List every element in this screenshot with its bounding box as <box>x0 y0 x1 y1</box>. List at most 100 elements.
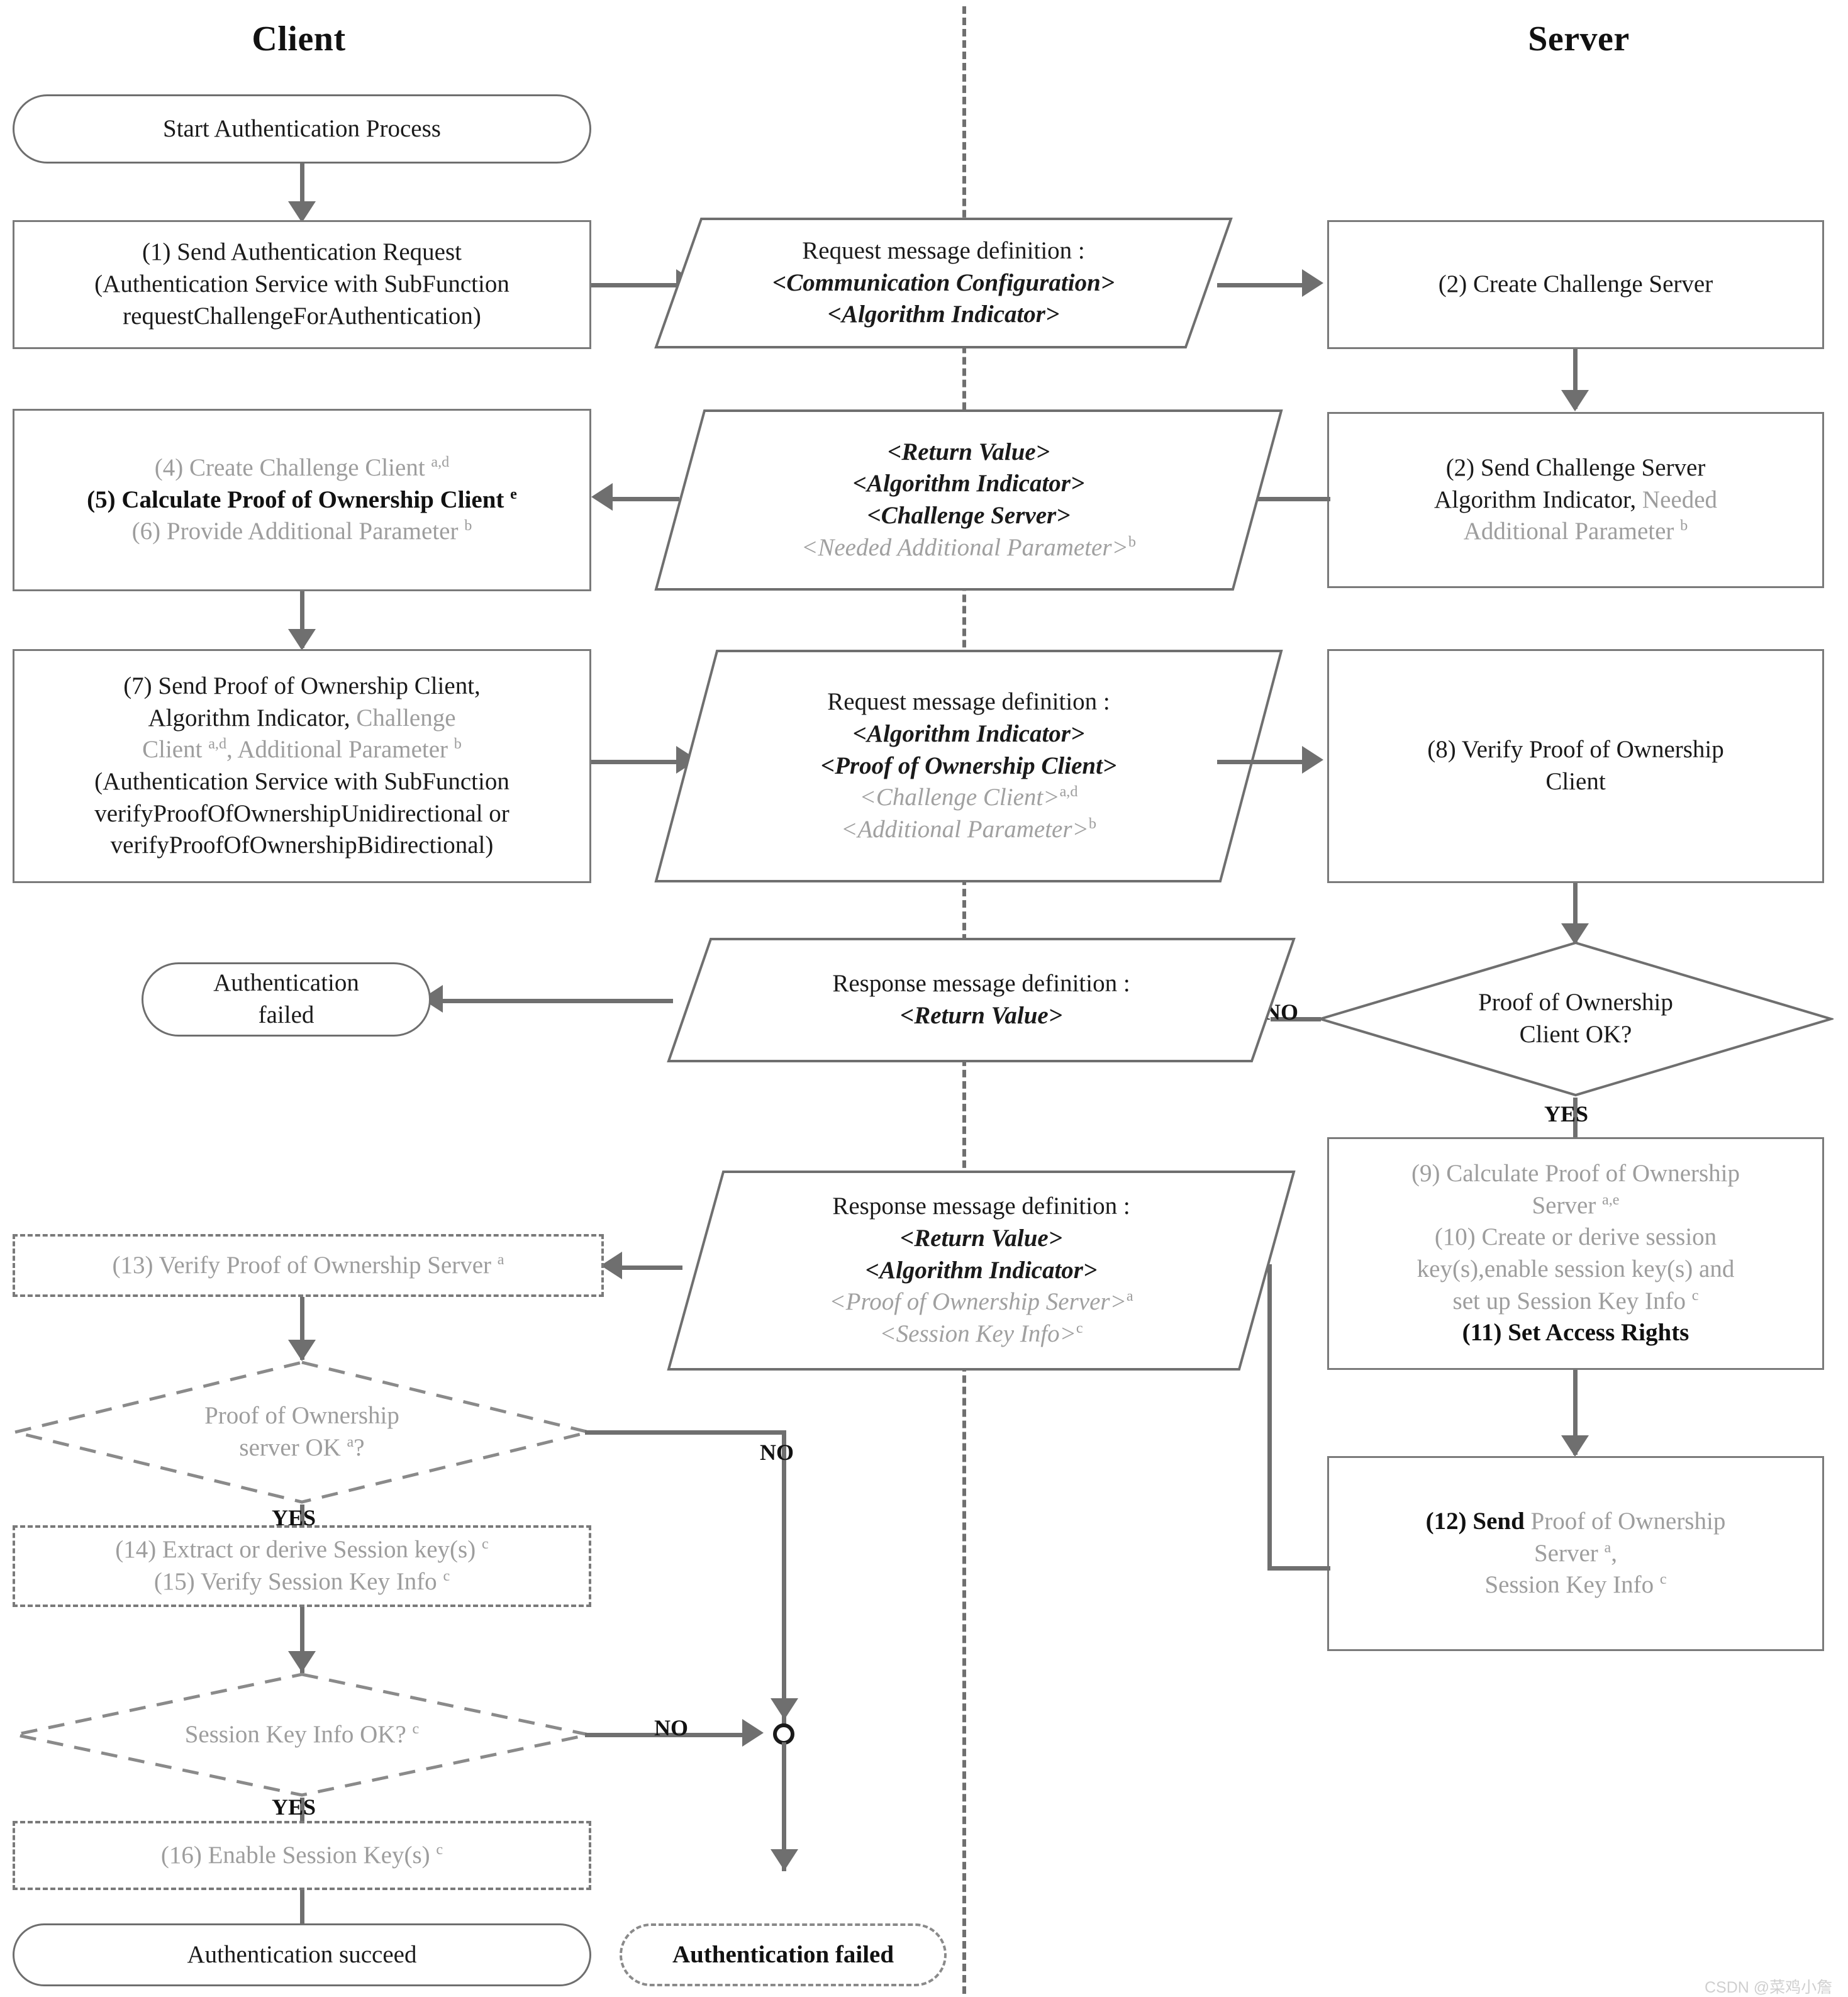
node-14-text: (14) Extract or derive Session key(s) <box>115 1536 482 1564</box>
diamond-shape-decision1 <box>1318 941 1834 1097</box>
node-msg3-line2: <Algorithm Indicator> <box>852 720 1085 747</box>
connector-12-elbow-h1 <box>1267 1566 1330 1571</box>
connector-12-elbow-v <box>1267 1264 1272 1569</box>
node-msg3-line4-sup: a,d <box>1059 783 1078 801</box>
node-12-line2: Server a, <box>1534 1538 1617 1570</box>
arrowhead-911-to-12 <box>1561 1435 1589 1457</box>
node-authentication-succeed: Authentication succeed <box>13 1923 591 1986</box>
node-7-line5: verifyProofOfOwnershipUnidirectional or <box>94 799 509 827</box>
node-1-line3: requestChallengeForAuthentication) <box>123 302 481 330</box>
node-msg1-line2: <Communication Configuration> <box>772 269 1115 296</box>
decision1-line1: Proof of Ownership <box>1478 989 1673 1016</box>
arrowhead-1415-to-decision3 <box>288 1651 316 1672</box>
node-9-line1: (9) Calculate Proof of Ownership <box>1411 1159 1740 1187</box>
node-msg3-line5-text: <Additional Parameter> <box>841 816 1089 843</box>
node-msg3-line4: <Challenge Client>a,d <box>654 782 1283 814</box>
authfail-line1: Authentication <box>213 969 359 997</box>
node-456-client-proof: (4) Create Challenge Client a,d (5) Calc… <box>13 409 591 591</box>
decision-session-key-info-ok: Session Key Info OK? c <box>13 1672 591 1798</box>
node-12-line3-text: Session Key Info <box>1484 1571 1660 1599</box>
node-10-line3: set up Session Key Info c <box>1453 1286 1699 1318</box>
node-msg5-line3: <Algorithm Indicator> <box>865 1256 1098 1284</box>
decision3-text: Session Key Info OK? <box>184 1720 413 1748</box>
node-msg2-line4: <Needed Additional Parameter>b <box>654 532 1283 564</box>
node-msg3-line5-sup: b <box>1088 815 1096 833</box>
authfail-line2: failed <box>258 1001 314 1028</box>
decision-proof-of-ownership-client-ok: Proof of Ownership Client OK? <box>1318 940 1834 1098</box>
decision1-line2: Client OK? <box>1519 1021 1632 1048</box>
connector-13-to-decision2 <box>300 1297 304 1360</box>
node-2b-line3-sup: b <box>1680 517 1688 535</box>
node-1-line1: (1) Send Authentication Request <box>142 238 462 266</box>
node-msg5-line5-text: <Session Key Info> <box>879 1320 1076 1348</box>
node-5-line: (5) Calculate Proof of Ownership Client … <box>87 484 517 516</box>
node-msg5-line4-sup: a <box>1126 1288 1133 1305</box>
node-12-line1-strong: (12) Send <box>1425 1507 1525 1535</box>
edge-label-no-3: NO <box>654 1715 688 1740</box>
node-1-line2: (Authentication Service with SubFunction <box>94 270 509 298</box>
parallelogram-shape-msg2 <box>654 409 1283 591</box>
node-7-line6: verifyProofOfOwnershipBidirectional) <box>110 832 494 859</box>
parallelogram-shape-msg1 <box>654 218 1233 348</box>
node-15-text: (15) Verify Session Key Info <box>153 1568 443 1595</box>
node-7-line3: Client a,d, Additional Parameter b <box>142 734 462 766</box>
node-1-send-auth-request: (1) Send Authentication Request (Authent… <box>13 220 591 349</box>
arrowhead-decision2-no <box>771 1698 798 1720</box>
node-12-line3-sup: c <box>1659 1571 1667 1588</box>
node-13-text: (13) Verify Proof of Ownership Server <box>112 1251 498 1279</box>
node-6-sup: b <box>464 517 472 535</box>
decision2-line1: Proof of Ownership <box>204 1402 399 1430</box>
node-7-send-proof-client: (7) Send Proof of Ownership Client, Algo… <box>13 649 591 883</box>
edge-label-yes-1: YES <box>1544 1101 1589 1126</box>
node-7-line3-a: Client <box>142 736 209 764</box>
node-6-line: (6) Provide Additional Parameter b <box>132 516 472 548</box>
node-9-line2-sup: a,e <box>1602 1191 1620 1208</box>
arrowhead-msg2-to-456 <box>591 483 613 511</box>
node-msg5-line4-text: <Proof of Ownership Server> <box>829 1288 1127 1316</box>
node-10-line3-sup: c <box>1691 1286 1699 1304</box>
node-msg2-line4-text: <Needed Additional Parameter> <box>801 533 1128 561</box>
connector-911-to-12 <box>1573 1370 1578 1455</box>
node-msg2-line1: <Return Value> <box>888 438 1050 465</box>
parallelogram-shape-msg4 <box>667 938 1296 1062</box>
node-msg2-line2: <Algorithm Indicator> <box>852 470 1085 498</box>
node-16-text: (16) Enable Session Key(s) <box>160 1841 437 1869</box>
node-15-line: (15) Verify Session Key Info c <box>154 1566 450 1598</box>
connector-7-to-msg3 <box>591 760 689 764</box>
node-2b-line1: (2) Send Challenge Server <box>1445 453 1706 481</box>
node-7-line4: (Authentication Service with SubFunction <box>94 768 509 795</box>
node-4-line: (4) Create Challenge Client a,d <box>155 452 450 484</box>
arrowhead-msg5-to-13 <box>601 1252 622 1279</box>
node-msg4-response-definition: Response message definition : <Return Va… <box>667 937 1296 1063</box>
diamond-shape-decision3 <box>14 1672 589 1797</box>
node-16-label-wrap: (16) Enable Session Key(s) c <box>161 1840 443 1872</box>
node-2a-create-challenge-server: (2) Create Challenge Server <box>1327 220 1824 349</box>
decision2-line2-text: server OK <box>239 1434 347 1461</box>
arrowhead-13-to-decision2 <box>288 1340 316 1361</box>
node-12-send-proof-server: (12) Send Proof of Ownership Server a, S… <box>1327 1456 1824 1651</box>
decision2-line2-tail: ? <box>353 1434 365 1461</box>
node-start-authentication: Start Authentication Process <box>13 94 591 164</box>
node-8-line1: (8) Verify Proof of Ownership <box>1427 736 1724 764</box>
node-12-line3: Session Key Info c <box>1484 1569 1666 1601</box>
node-msg1-request-definition: Request message definition : <Communicat… <box>654 217 1233 349</box>
arrowhead-2a-to-2b <box>1561 390 1589 411</box>
node-msg3-line3: <Proof of Ownership Client> <box>820 752 1117 779</box>
node-2b-line3-text: Additional Parameter <box>1463 518 1681 545</box>
node-13-verify-proof-server: (13) Verify Proof of Ownership Server a <box>13 1234 604 1297</box>
node-authentication-failed-dashed: Authentication failed <box>620 1923 947 1986</box>
connector-decision1-no <box>1271 1017 1321 1021</box>
node-2b-line2: Algorithm Indicator, Needed <box>1434 484 1717 516</box>
node-5-text: (5) Calculate Proof of Ownership Client <box>87 486 511 513</box>
node-msg5-line5: <Session Key Info>c <box>667 1318 1296 1350</box>
node-msg5-line1: Response message definition : <box>832 1193 1130 1220</box>
node-9-11-server-session: (9) Calculate Proof of Ownership Server … <box>1327 1137 1824 1370</box>
node-msg1-line3: <Algorithm Indicator> <box>827 301 1060 328</box>
node-10-line3-text: set up Session Key Info <box>1452 1287 1692 1315</box>
node-13-sup: a <box>497 1250 504 1268</box>
parallelogram-shape-msg5 <box>667 1171 1296 1371</box>
decision2-line2: server OK a? <box>19 1432 585 1464</box>
node-8-line2: Client <box>1545 768 1606 795</box>
connector-16-to-success <box>300 1890 304 1950</box>
decision3-sup: c <box>412 1720 420 1737</box>
